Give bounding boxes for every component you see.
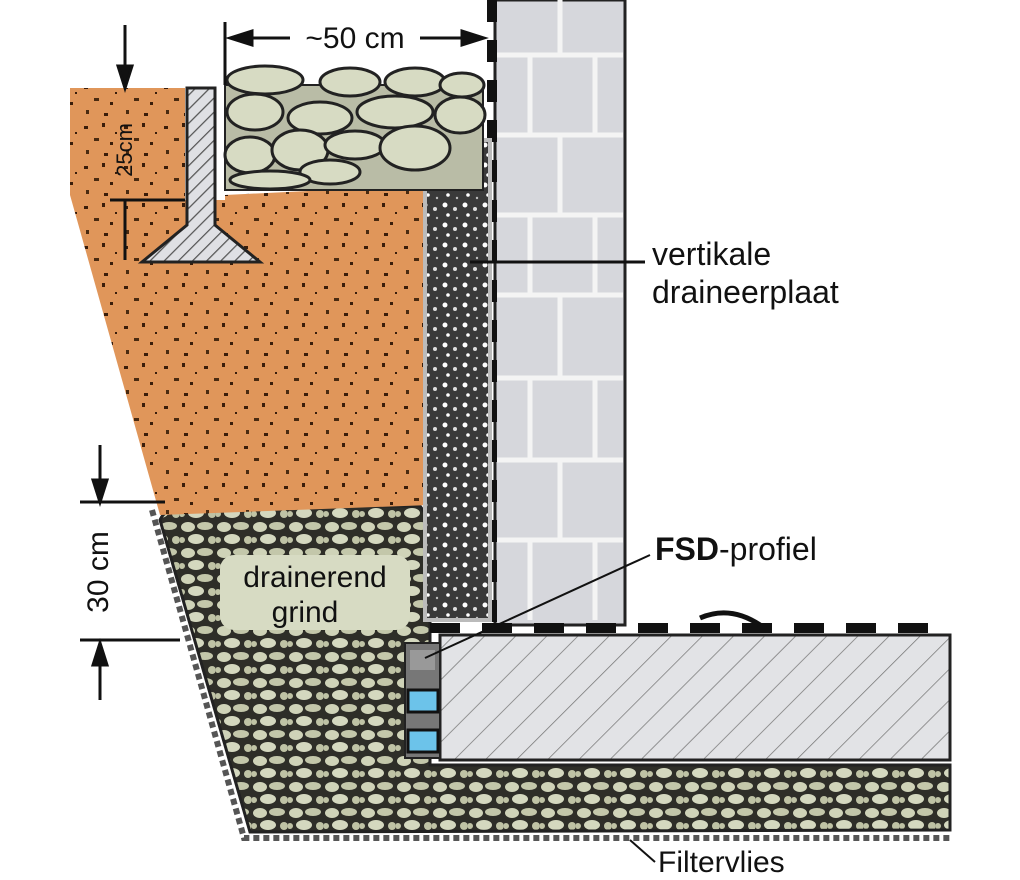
brick-wall bbox=[487, 0, 627, 627]
vertical-drainage-plate bbox=[423, 138, 492, 622]
concrete-floor-slab bbox=[438, 633, 952, 762]
gravel-height-label: 30 cm bbox=[82, 531, 115, 613]
drainage-plate-label-line1: vertikale bbox=[652, 236, 771, 272]
gravel-height-dimension bbox=[80, 445, 180, 700]
fsd-label: FSD-profiel bbox=[655, 531, 817, 567]
fsd-label-rest: -profiel bbox=[719, 531, 817, 567]
gravel-label-line1: drainerend bbox=[243, 561, 386, 594]
width-dimension bbox=[223, 22, 489, 85]
width-dimension-label: ~50 cm bbox=[305, 22, 404, 55]
filter-fleece-label: Filtervlies bbox=[658, 846, 785, 879]
membrane-overlap bbox=[699, 610, 762, 628]
depth-dimension bbox=[110, 25, 185, 260]
gravel-label-box bbox=[220, 555, 410, 630]
fsd-profile bbox=[404, 642, 441, 759]
depth-dimension-label: 25cm bbox=[112, 123, 137, 177]
pebble-layer bbox=[223, 64, 487, 191]
fsd-label-bold: FSD bbox=[655, 531, 719, 567]
filter-fleece bbox=[149, 509, 950, 841]
gravel-label-line2: grind bbox=[272, 596, 339, 629]
backfill-soil bbox=[70, 88, 430, 515]
l-shaped-edge-profile bbox=[137, 86, 265, 264]
filter-fleece-leader bbox=[629, 839, 656, 863]
drainage-plate-label-line2: draineerplaat bbox=[652, 274, 839, 310]
fsd-leader bbox=[424, 554, 651, 659]
